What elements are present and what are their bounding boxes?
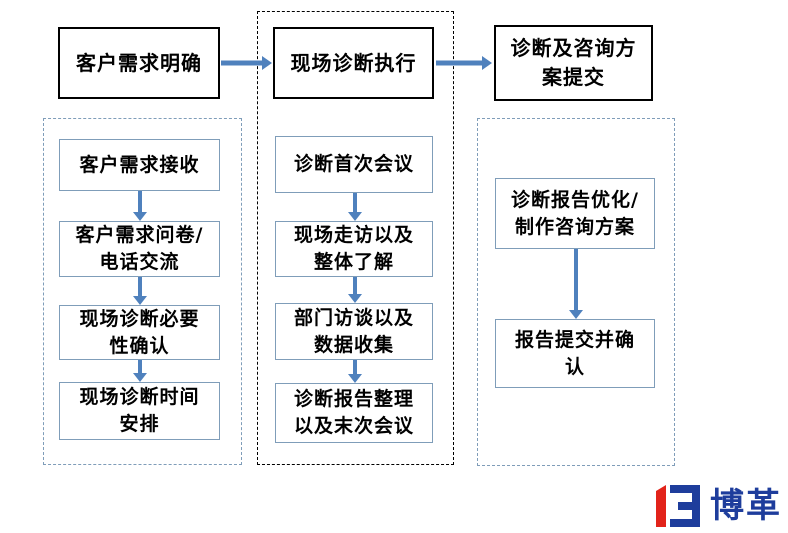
step-box: 客户需求问卷/ 电话交流 [59, 221, 220, 277]
arrow-head [347, 374, 362, 383]
step-box: 现场诊断必要 性确认 [59, 305, 220, 360]
arrow-stem [352, 277, 357, 295]
down-arrow-icon [347, 360, 362, 383]
step-box: 诊断首次会议 [275, 136, 433, 193]
step-box: 客户需求接收 [59, 139, 220, 191]
stage1-header-box: 客户需求明确 [58, 27, 220, 99]
right-arrow-icon [221, 56, 272, 70]
arrow-head [568, 310, 583, 319]
arrow-head [347, 212, 362, 221]
right-arrow-icon [436, 56, 492, 70]
step-box: 诊断报告整理 以及末次会议 [275, 383, 433, 443]
arrow-stem [352, 193, 357, 213]
stage3-group-container [477, 118, 675, 466]
arrow-head [347, 294, 362, 303]
bogee-logo: 博革 [656, 483, 782, 529]
logo-mark-icon [656, 485, 700, 527]
down-arrow-icon [347, 193, 362, 221]
down-arrow-icon [132, 191, 147, 221]
step-box: 现场走访以及 整体了解 [275, 221, 433, 277]
stage3-header-box: 诊断及咨询方 案提交 [494, 25, 653, 101]
stage2-header-box: 现场诊断执行 [273, 27, 434, 99]
stage2-group-container [257, 11, 454, 465]
step-box: 现场诊断时间 安排 [59, 382, 220, 440]
step-box: 报告提交并确 认 [495, 319, 655, 388]
step-box: 部门访谈以及 数据收集 [275, 303, 433, 360]
down-arrow-icon [132, 360, 147, 382]
step-box: 诊断报告优化/ 制作咨询方案 [495, 178, 655, 249]
arrow-head [262, 56, 272, 70]
arrow-head [132, 373, 147, 382]
arrow-head [482, 56, 492, 70]
logo-brand-text: 博革 [710, 486, 782, 526]
down-arrow-icon [568, 249, 583, 319]
stage1-group-container [43, 118, 242, 465]
arrow-stem [436, 60, 483, 66]
arrow-stem [137, 191, 142, 213]
arrow-head [132, 296, 147, 305]
arrow-stem [573, 249, 578, 311]
arrow-stem [221, 60, 263, 66]
down-arrow-icon [132, 277, 147, 305]
arrow-stem [137, 360, 142, 374]
arrow-stem [137, 277, 142, 297]
arrow-head [132, 212, 147, 221]
down-arrow-icon [347, 277, 362, 303]
arrow-stem [352, 360, 357, 375]
